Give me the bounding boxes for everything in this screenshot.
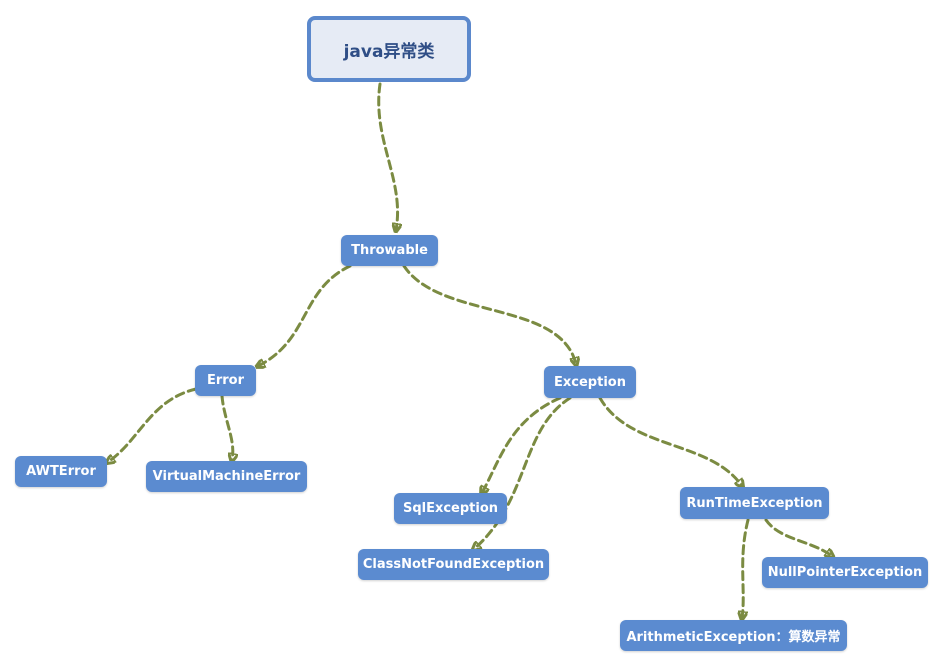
node-sqlexception[interactable]: SqlException xyxy=(394,493,507,524)
node-exception[interactable]: Exception xyxy=(544,366,636,398)
edge-root-throwable xyxy=(377,82,398,230)
edge-throwable-error xyxy=(258,264,352,366)
node-classnotfoundexception[interactable]: ClassNotFoundException xyxy=(358,549,549,580)
edge-exception-classnotfound xyxy=(474,396,572,549)
edge-runtime-nullpointer xyxy=(764,518,832,556)
node-virtualmachineerror[interactable]: VirtualMachineError xyxy=(146,461,307,492)
node-awterror[interactable]: AWTError xyxy=(15,456,107,487)
edge-error-awterror xyxy=(108,387,198,462)
edge-error-vmerror xyxy=(220,394,233,460)
node-nullpointerexception[interactable]: NullPointerException xyxy=(762,557,928,588)
node-throwable[interactable]: Throwable xyxy=(341,235,438,266)
edge-exception-sqlexception xyxy=(482,396,562,493)
edge-runtime-arithmetic xyxy=(742,518,750,618)
edge-exception-runtimeexception xyxy=(598,396,742,486)
node-java-exception-root[interactable]: java异常类 xyxy=(307,16,471,82)
node-runtimeexception[interactable]: RunTimeException xyxy=(680,487,829,519)
edge-throwable-exception xyxy=(402,264,576,364)
node-error[interactable]: Error xyxy=(195,365,256,396)
node-arithmeticexception[interactable]: ArithmeticException：算数异常 xyxy=(620,620,847,651)
